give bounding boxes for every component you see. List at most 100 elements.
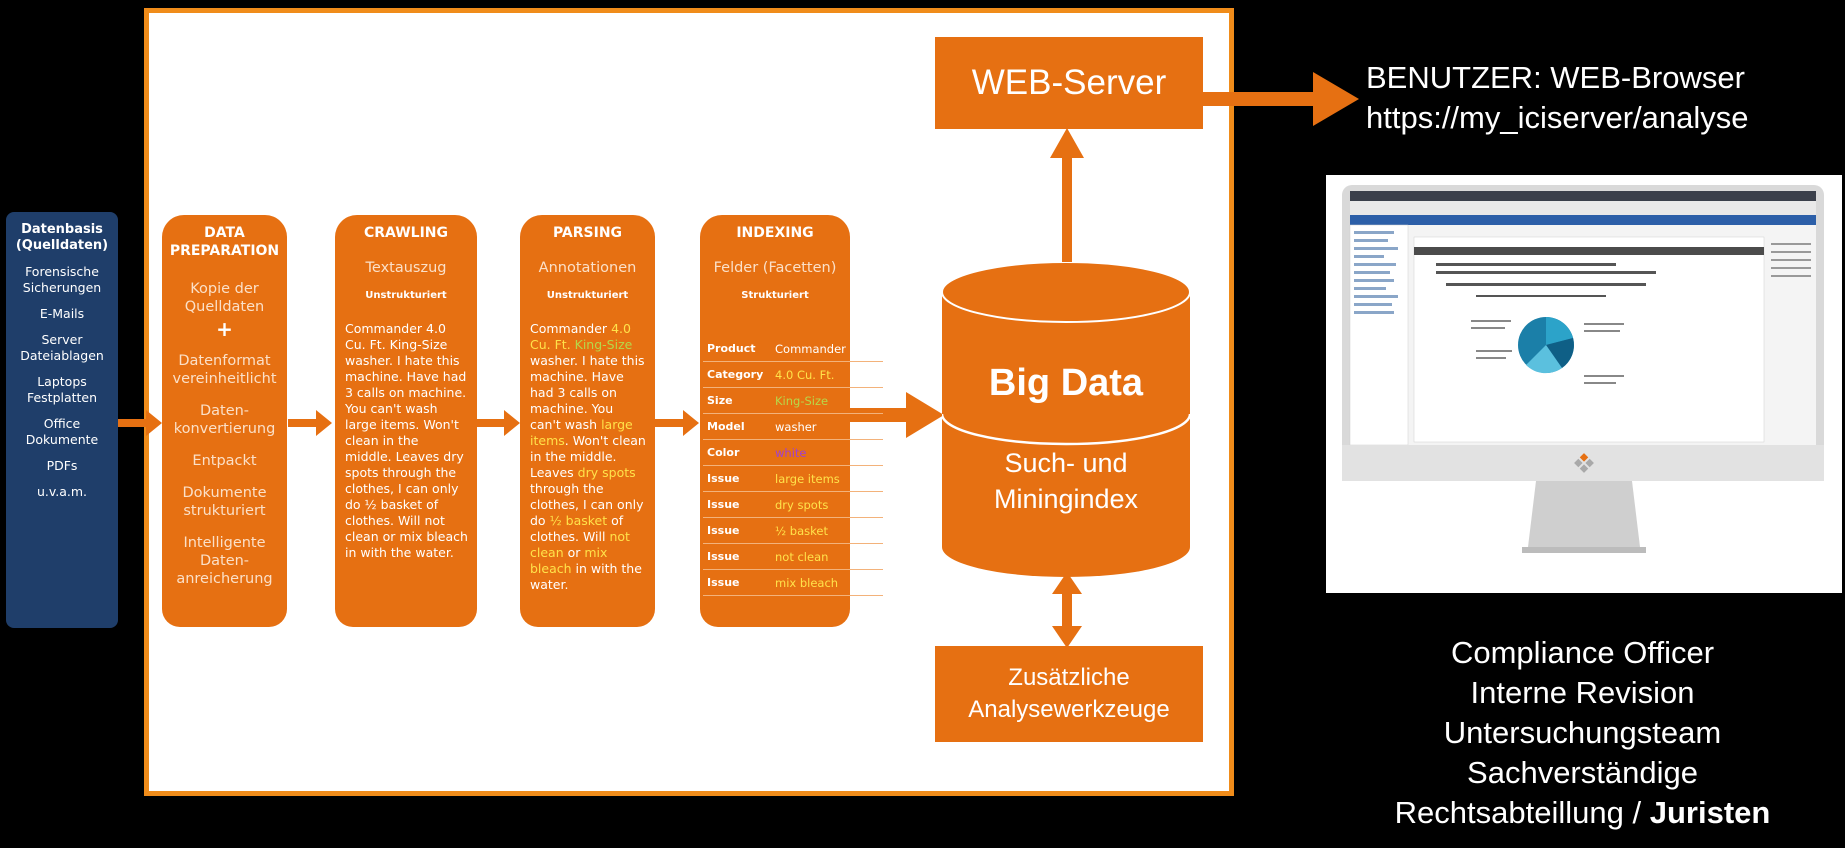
- user-url: https://my_iciserver/analyse: [1366, 100, 1749, 135]
- parsing-column: PARSING Annotationen Unstrukturiert Comm…: [520, 215, 655, 627]
- preparation-step: Intelligente Daten-anreicherung: [176, 535, 273, 587]
- facet-value: ½ basket: [771, 517, 883, 544]
- preparation-step: Daten-konvertierung: [173, 403, 276, 437]
- column-header: PARSING: [552, 225, 623, 241]
- preparation-step: Entpackt: [192, 453, 257, 469]
- role-item: Compliance Officer: [1450, 635, 1715, 670]
- data-source-panel: Datenbasis (Quelldaten) Forensische Sich…: [6, 212, 118, 628]
- monitor-screenshot-icon: [1326, 175, 1842, 593]
- column-subtitle: Felder (Facetten): [713, 260, 837, 276]
- preparation-step: Kopie der Quelldaten: [184, 281, 265, 315]
- column-subtitle: Textauszug: [365, 260, 447, 276]
- text-segment: through the clothes, I can only do: [530, 481, 644, 528]
- text-segment: or: [563, 545, 585, 560]
- facet-value: mix bleach: [771, 569, 883, 596]
- column-tag: Strukturiert: [741, 290, 809, 301]
- tools-line: Zusätzliche: [1008, 664, 1130, 691]
- tools-line: Analysewerkzeuge: [968, 696, 1170, 723]
- user-browser-label: BENUTZER: WEB-Browser https://my_iciserv…: [1366, 58, 1845, 138]
- column-tag: Unstrukturiert: [365, 290, 447, 301]
- facet-key: Issue: [703, 465, 771, 492]
- annotation-highlight: dry spots: [577, 465, 636, 480]
- preparation-steps: Kopie der Quelldaten+Datenformat vereinh…: [162, 280, 287, 588]
- big-data-subtitle-line: Miningindex: [993, 484, 1139, 514]
- role-prefix: Rechtsabteillung /: [1394, 795, 1650, 830]
- facet-value: 4.0 Cu. Ft.: [771, 361, 883, 388]
- annotation-highlight: King-Size: [574, 337, 633, 352]
- annotation-highlight: mix bleach: [530, 545, 608, 576]
- facet-value: white: [771, 439, 883, 466]
- big-data-cylinder-icon: [942, 262, 1190, 577]
- text-segment: of clothes. Will: [530, 513, 624, 544]
- arrow-up-icon: [1050, 128, 1084, 268]
- data-preparation-column: DATA PREPARATION Kopie der Quelldaten+Da…: [162, 215, 287, 627]
- facet-value: dry spots: [771, 491, 883, 518]
- arrow-updown-icon: [1052, 572, 1082, 648]
- arrow-right-icon: [850, 392, 944, 438]
- arrow-right-icon: [1203, 72, 1359, 126]
- annotation-highlight: not clean: [530, 529, 630, 560]
- data-source-item: Forensische Sicherungen: [22, 264, 102, 295]
- preparation-step: Dokumente strukturiert: [182, 485, 267, 519]
- text-segment: in with the water.: [530, 561, 642, 592]
- data-source-item: u.v.a.m.: [36, 484, 88, 499]
- facet-key: Issue: [703, 491, 771, 518]
- arrow-right-icon: [288, 410, 332, 436]
- column-header: CRAWLING: [363, 225, 449, 241]
- text-segment: Commander: [530, 321, 612, 336]
- facet-key: Color: [703, 439, 771, 466]
- text-segment: washer. I hate this machine. Have had 3 …: [530, 353, 645, 432]
- preparation-step: Datenformat vereinheitlicht: [172, 353, 277, 387]
- annotation-highlight: 4.0 Cu. Ft.: [530, 321, 631, 352]
- crawling-column: CRAWLING Textauszug Unstrukturiert Comma…: [335, 215, 477, 627]
- facet-key: Size: [703, 387, 771, 414]
- facet-value: large items: [771, 465, 883, 492]
- big-data-title: Big Data: [988, 362, 1144, 404]
- arrow-right-icon: [118, 410, 162, 436]
- data-source-item: Laptops Festplatten: [26, 374, 98, 405]
- data-source-item: Server Dateiablagen: [20, 332, 104, 363]
- annotation-highlight: ½ basket: [549, 513, 608, 528]
- column-subtitle: Annotationen: [538, 260, 637, 276]
- column-header: INDEXING: [736, 225, 814, 241]
- column-tag: Unstrukturiert: [546, 290, 629, 301]
- role-bold: Juristen: [1649, 795, 1771, 830]
- user-line: BENUTZER: WEB-Browser: [1366, 60, 1745, 95]
- annotated-text: Commander 4.0 Cu. Ft. King-Size washer. …: [530, 321, 647, 593]
- facet-value: washer: [771, 413, 883, 440]
- facet-key: Category: [703, 361, 771, 388]
- role-item: Interne Revision: [1470, 675, 1695, 710]
- role-item: Rechtsabteillung / Juristen: [1330, 793, 1835, 833]
- facet-key: Product: [703, 336, 771, 362]
- role-item: Untersuchungsteam: [1443, 715, 1722, 750]
- column-header: DATA PREPARATION: [169, 225, 280, 259]
- role-item: Sachverständige: [1467, 755, 1698, 790]
- crawled-text: Commander 4.0 Cu. Ft. King-Size washer. …: [345, 321, 468, 560]
- facet-key: Issue: [703, 517, 771, 544]
- data-source-title: Datenbasis (Quelldaten): [15, 222, 109, 253]
- data-source-item: E-Mails: [39, 306, 85, 321]
- facet-key: Issue: [703, 569, 771, 596]
- big-data-subtitle: Such- und Miningindex: [942, 445, 1190, 517]
- text-segment: . Won't clean in the middle. Leaves: [530, 433, 646, 480]
- analysis-tools-box: Zusätzliche Analysewerkzeuge: [935, 646, 1203, 742]
- arrow-right-icon: [476, 410, 520, 436]
- facet-key: Issue: [703, 543, 771, 570]
- facet-value: King-Size: [771, 387, 883, 414]
- data-source-item: PDFs: [46, 458, 78, 473]
- annotation-highlight: large items: [530, 417, 633, 448]
